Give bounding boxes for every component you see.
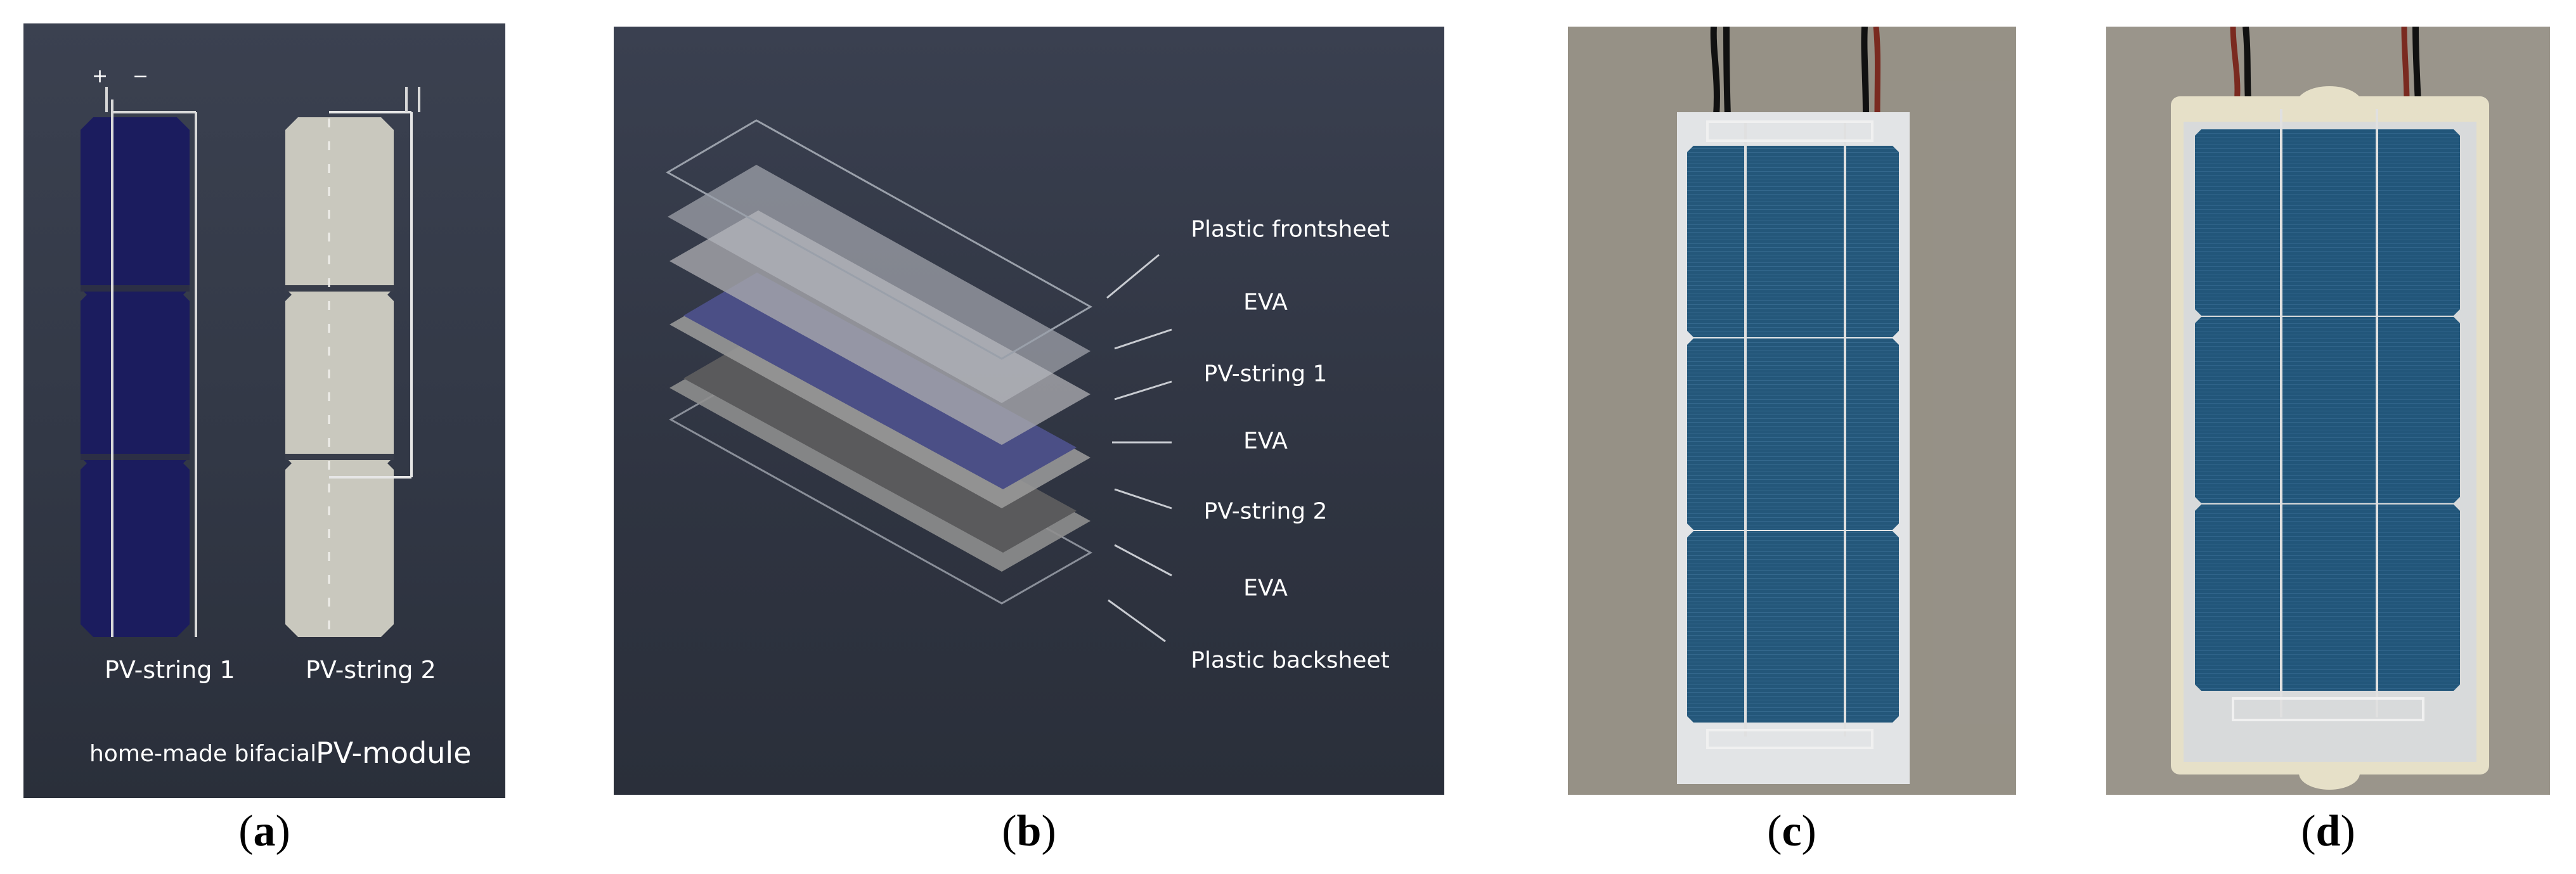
string1-cell-2 xyxy=(81,288,190,470)
module-caption-small: home-made bifacial xyxy=(89,741,317,767)
module-caption-large: PV-module xyxy=(316,736,472,770)
string2-cell-2 xyxy=(285,288,394,470)
pv-string-2-label: PV-string 2 xyxy=(306,656,436,684)
sheet-frontsheet xyxy=(668,165,1091,403)
layer-label-plastic-backsheet: Plastic backsheet xyxy=(1191,647,1390,674)
layer-label-pv-string-2: PV-string 2 xyxy=(1203,498,1328,525)
caption-a-letter: a xyxy=(253,807,276,856)
panel-b-exploded-layers: Plastic frontsheet EVA PV-string 1 EVA P… xyxy=(614,27,1444,795)
caption-c-letter: c xyxy=(1782,807,1802,856)
caption-c: (c) xyxy=(1767,807,1816,856)
panel-d-encapsulated-photo xyxy=(2106,27,2550,795)
caption-d: (d) xyxy=(2301,807,2355,856)
minus-terminal-label: − xyxy=(133,65,149,87)
caption-b: (b) xyxy=(1002,807,1056,856)
panel-a-module-schematic: + − PV-string 1 PV-string 2 home-made bi… xyxy=(23,23,505,798)
module-photo-front xyxy=(1568,27,2016,795)
layer-label-eva-2: EVA xyxy=(1243,428,1288,454)
layer-label-eva-3: EVA xyxy=(1243,575,1288,601)
caption-d-letter: d xyxy=(2315,807,2341,856)
string1-cell-3 xyxy=(81,457,190,637)
layer-label-pv-string-1: PV-string 1 xyxy=(1203,361,1328,387)
leader-lines xyxy=(1106,254,1172,643)
layer-label-plastic-frontsheet: Plastic frontsheet xyxy=(1191,216,1390,243)
module-schematic-drawing xyxy=(81,87,420,637)
sheet-frontsheet-top xyxy=(665,119,1093,360)
string1-cell-1 xyxy=(81,117,190,301)
sheet-pv-string-1 xyxy=(683,273,1077,489)
layer-label-eva-1: EVA xyxy=(1243,289,1288,316)
exploded-layer-drawing xyxy=(665,119,1172,643)
pv-string-1-label: PV-string 1 xyxy=(105,656,235,684)
string2-cell-3 xyxy=(285,457,394,637)
sheet-pv-string-2 xyxy=(683,336,1077,553)
string2-cell-1 xyxy=(285,117,394,301)
pv-string-2-cells xyxy=(285,87,420,637)
caption-b-letter: b xyxy=(1016,807,1042,856)
module-photo-encapsulated xyxy=(2106,27,2550,795)
pv-string-1-cells xyxy=(81,87,197,637)
caption-a: (a) xyxy=(238,807,290,856)
plus-terminal-label: + xyxy=(92,65,108,87)
panel-c-module-photo xyxy=(1568,27,2016,795)
